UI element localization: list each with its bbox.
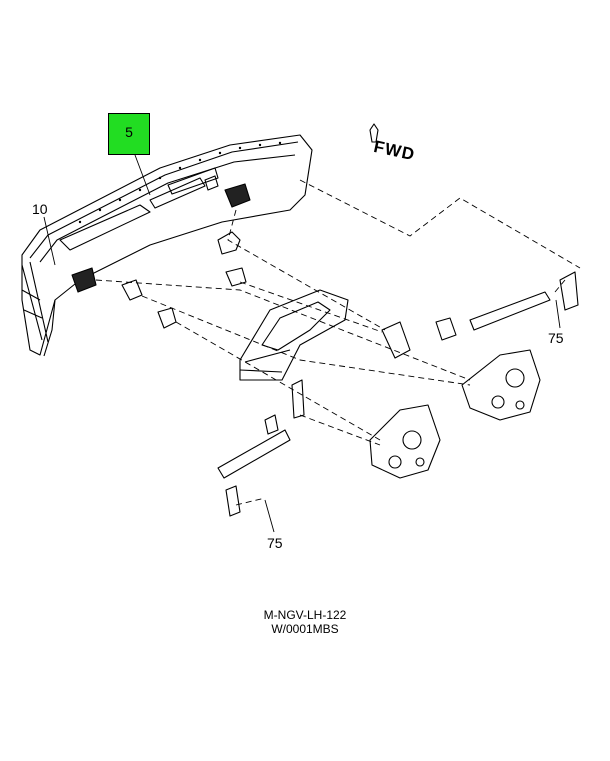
callout-75-right-label: 75 [548,330,564,346]
lower-bracket [217,379,305,517]
diagram-caption: M-NGV-LH-122 W/0001MBS [205,608,405,636]
crossmember [239,289,349,381]
callout-5-label: 5 [125,124,133,140]
fwd-arrow-icon [369,123,379,143]
callout-75-bottom-label: 75 [267,535,283,551]
caption-line-2: W/0001MBS [271,622,339,636]
callout-10-label: 10 [32,201,48,217]
caption-line-1: M-NGV-LH-122 [263,608,347,622]
tow-hook-left [369,404,441,479]
bumper-assembly [21,134,313,357]
tow-hook-right [461,349,541,421]
callout-leaders [43,154,561,533]
leader-lines [95,179,581,506]
right-bracket [381,271,579,359]
callout-5-highlight[interactable]: 5 [108,113,150,155]
